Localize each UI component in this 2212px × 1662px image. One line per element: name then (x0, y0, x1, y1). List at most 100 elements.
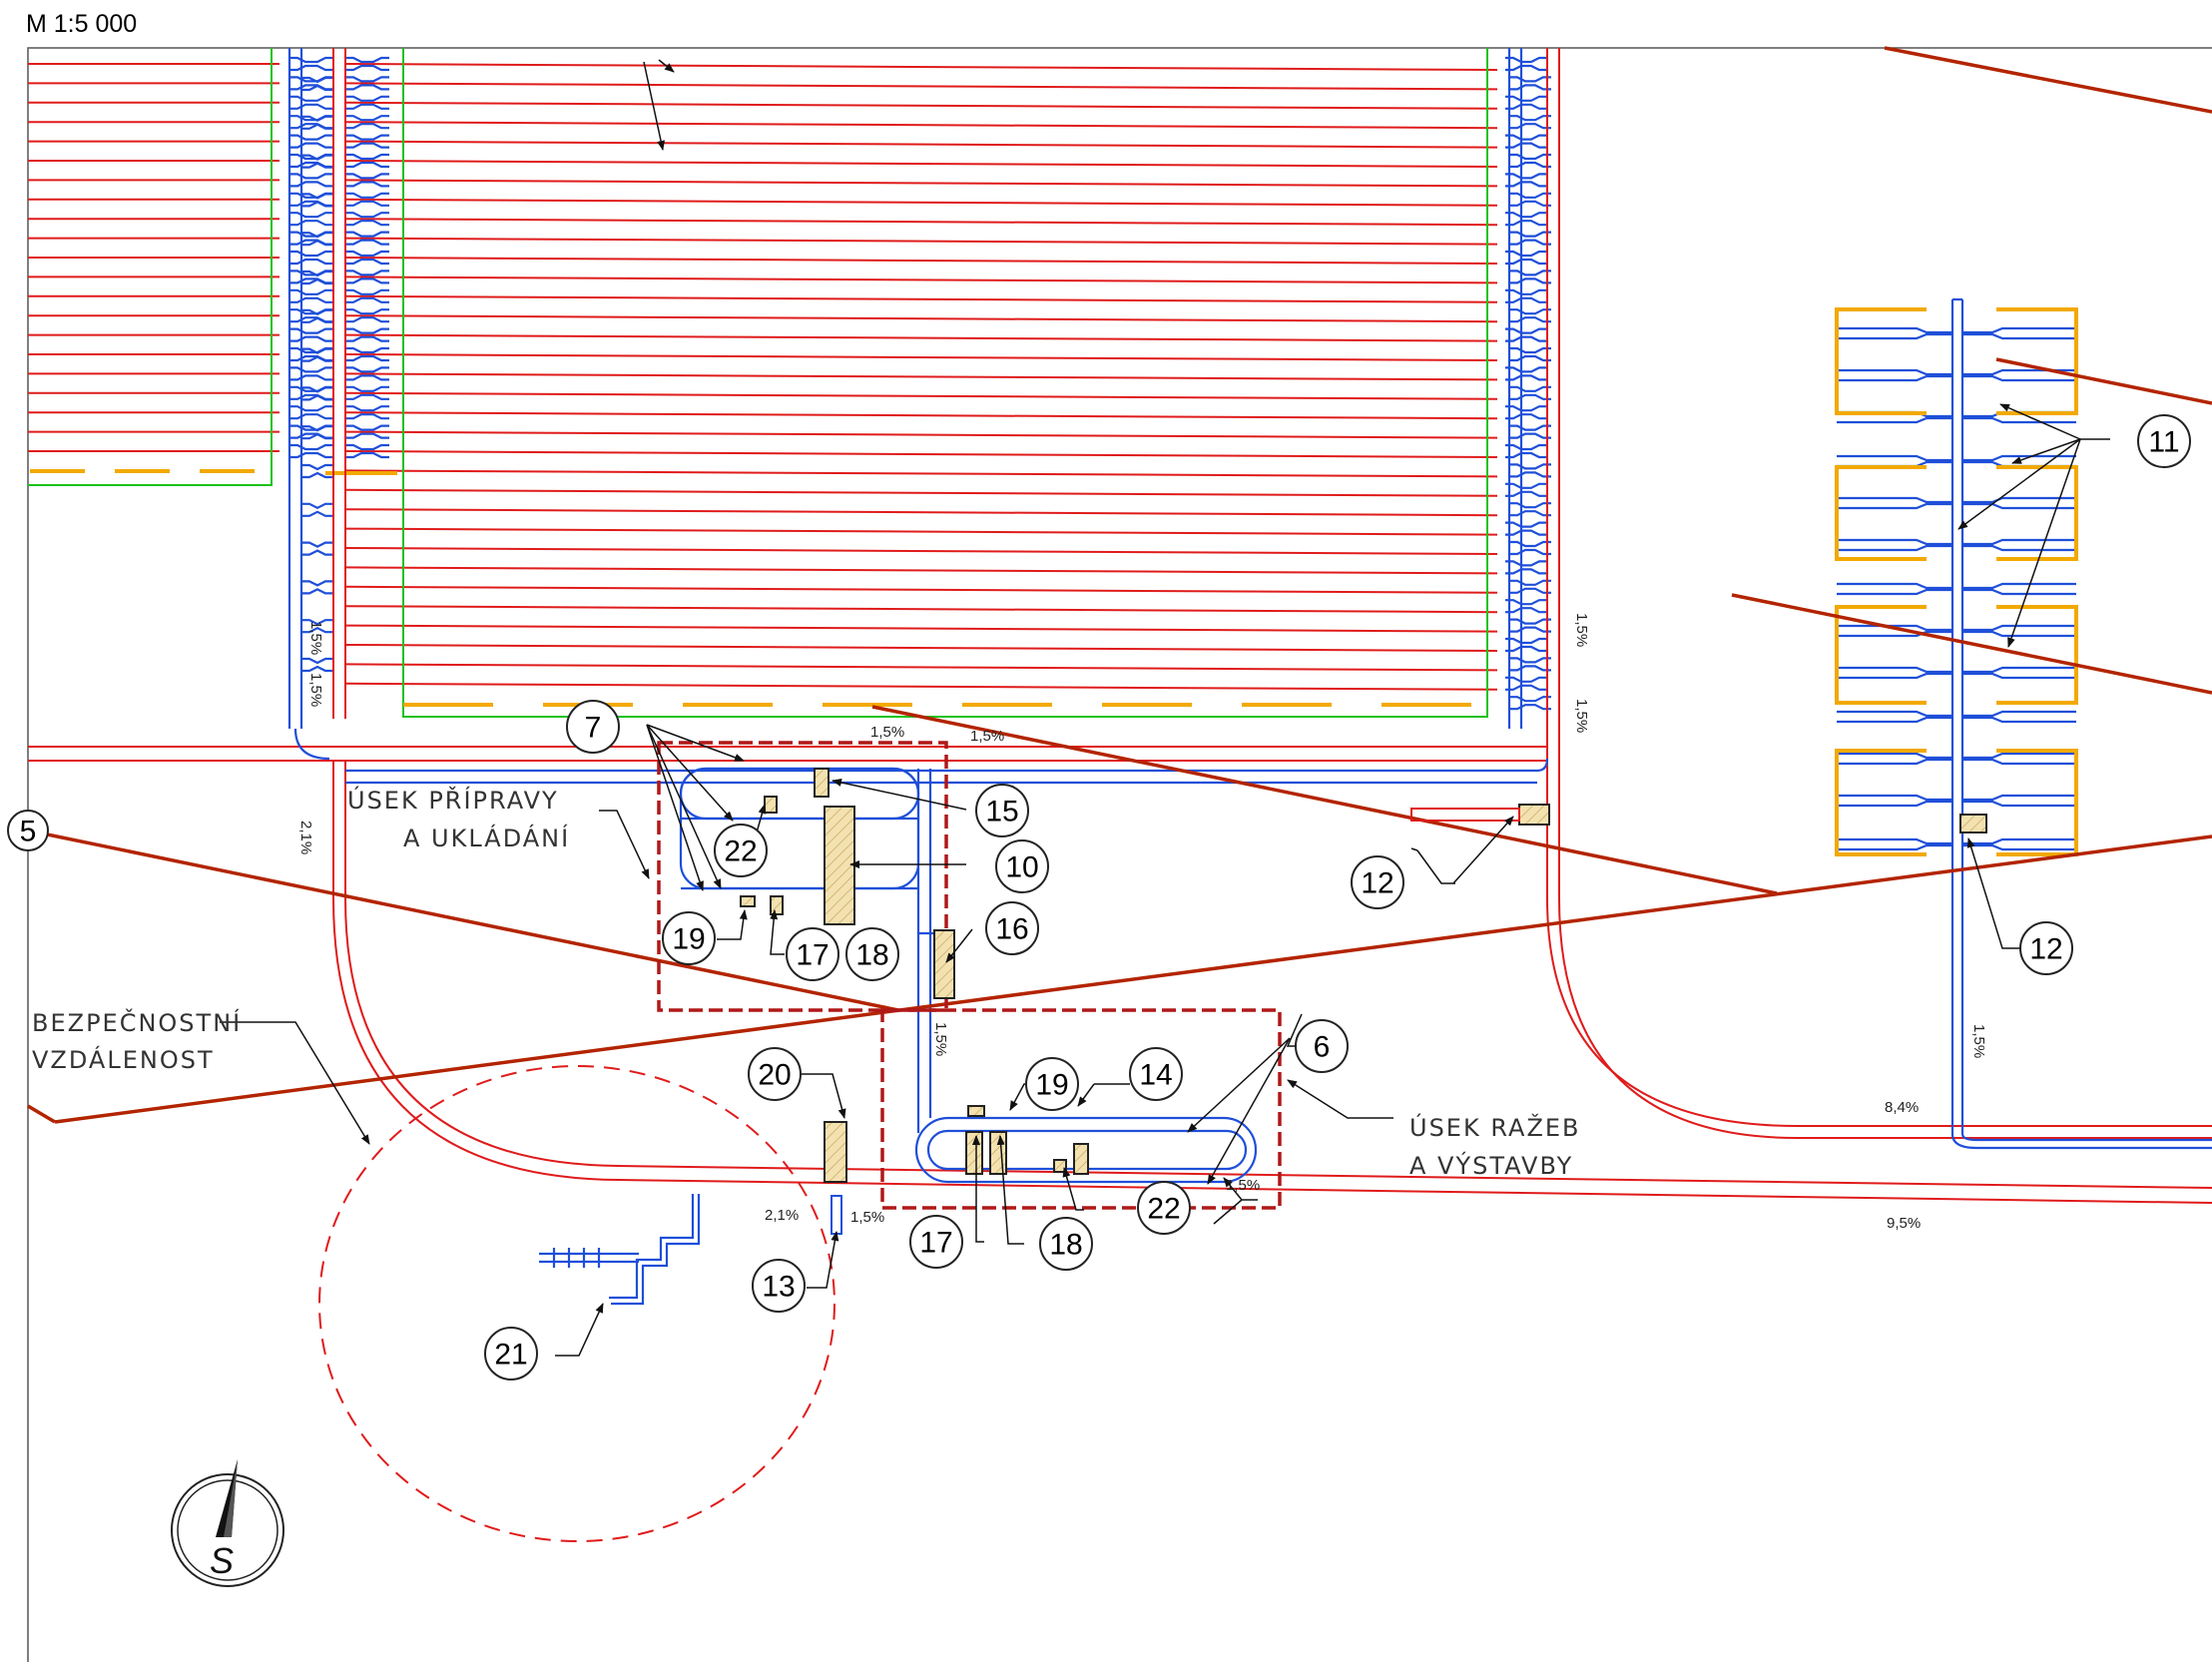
excavation-zone-boundary (880, 1008, 1282, 1210)
slope-label: 1,5% (870, 724, 904, 741)
compass-inner-ring (177, 1479, 278, 1581)
callout-c13: 13 (752, 1259, 806, 1313)
callout-c5: 5 (7, 810, 49, 851)
building-19a (740, 895, 756, 907)
building-16 (933, 929, 955, 999)
slope-label: 9,5% (1887, 1215, 1921, 1232)
callout-number: 21 (494, 1339, 527, 1372)
callout-number: 7 (585, 712, 602, 745)
building-17b (965, 1131, 983, 1175)
right-panel-orange-brackets (1835, 307, 2078, 856)
preparation-zone-loops (679, 767, 938, 998)
prep-zone-label: ÚSEK PŘÍPRAVY A UKLÁDÁNÍ (347, 785, 570, 852)
callout-number: 15 (985, 796, 1018, 829)
callout-number: 13 (762, 1271, 795, 1304)
callout-c20: 20 (748, 1047, 802, 1101)
slope-label: 1,5% (932, 1022, 949, 1056)
callout-number: 17 (796, 939, 829, 972)
callout-c6: 6 (1295, 1019, 1349, 1073)
building-12b (1959, 814, 1987, 833)
right-panel-drifts (1837, 297, 2212, 1150)
callout-number: 17 (919, 1227, 952, 1260)
north-arrow-compass: S (171, 1459, 284, 1587)
callout-c21: 21 (484, 1327, 538, 1381)
callout-c11: 11 (2137, 414, 2191, 468)
preparation-zone-boundary (657, 741, 948, 1012)
callout-number: 12 (1361, 867, 1393, 900)
callout-number: 20 (758, 1059, 791, 1092)
callout-c18b: 18 (1039, 1217, 1093, 1271)
callout-c12a: 12 (1351, 855, 1404, 909)
building-22a (764, 796, 778, 814)
callout-number: 18 (855, 939, 888, 972)
callout-c18a: 18 (845, 927, 899, 981)
safety-distance-circle (318, 1065, 835, 1542)
exc-zone-label-line2: A VÝSTAVBY (1409, 1151, 1573, 1180)
slope-label: 1,5% (970, 728, 1004, 745)
access-corridors (28, 48, 2212, 1204)
exc-zone-label-line1: ÚSEK RAŽEB (1409, 1112, 1581, 1142)
callout-markers: 5 6 7 10 11 12 12 13 14 15 16 17 17 18 18 19 19 20 21 22 22 (7, 414, 2191, 1381)
building-12a (1518, 804, 1550, 826)
callout-number: 10 (1005, 851, 1038, 884)
callout-number: 5 (20, 816, 37, 848)
slope-label: 1,5% (1970, 1024, 1987, 1058)
callout-c22b: 22 (1137, 1181, 1191, 1235)
red-stub-12 (1410, 808, 1520, 822)
callout-c17b: 17 (909, 1215, 963, 1269)
building-18b (989, 1131, 1007, 1175)
building-20 (824, 1121, 847, 1183)
shaft-area-corridors (287, 48, 1549, 785)
callout-c15: 15 (975, 784, 1029, 837)
drift-connectors (289, 56, 1551, 711)
slope-label: 8,4% (1885, 1099, 1919, 1116)
callout-c7: 7 (566, 700, 620, 754)
excavation-zone-label: ÚSEK RAŽEB A VÝSTAVBY (1409, 1112, 1581, 1180)
callout-number: 11 (2148, 426, 2179, 459)
callout-number: 22 (1147, 1193, 1180, 1226)
left-panel-boundary (28, 48, 273, 486)
slope-label: 2,1% (765, 1207, 799, 1224)
slope-label: 1,5% (850, 1209, 884, 1226)
callout-number: 19 (1035, 1069, 1068, 1102)
slope-label: 1,5% (1226, 1177, 1260, 1194)
callout-c19a: 19 (662, 911, 716, 965)
callout-c12b: 12 (2019, 921, 2073, 975)
building-19b (967, 1105, 985, 1117)
building-10 (824, 806, 855, 925)
callout-number: 16 (995, 913, 1028, 946)
main-panel-disposal-drifts (344, 63, 1498, 691)
test-drift-21 (539, 1194, 701, 1306)
callout-number: 19 (672, 923, 705, 956)
callout-c17a: 17 (786, 927, 839, 981)
slope-label: 2,1% (297, 821, 314, 854)
main-panel-boundary (402, 48, 1488, 718)
building-14 (1073, 1143, 1089, 1175)
callout-leaders (220, 59, 2110, 1357)
callout-number: 14 (1139, 1059, 1172, 1092)
callout-c16: 16 (985, 901, 1039, 955)
building-15 (814, 768, 830, 798)
callout-number: 6 (1314, 1031, 1331, 1064)
prep-zone-label-line1: ÚSEK PŘÍPRAVY (347, 785, 559, 815)
callout-number: 22 (724, 835, 757, 868)
safety-distance-label: BEZPEČNOSTNÍ VZDÁLENOST (32, 1007, 242, 1074)
callout-c14: 14 (1129, 1047, 1183, 1101)
left-panel-disposal-drifts (28, 63, 279, 452)
slope-label: 1,5% (307, 621, 324, 655)
plan-frame (27, 47, 2212, 1662)
compass-letter: S (210, 1540, 234, 1581)
prep-zone-label-line2: A UKLÁDÁNÍ (403, 824, 570, 852)
slope-labels: 1,5% 1,5% 2,1% 1,5% 1,5% 1,5% 1,5% 1,5% … (297, 613, 1987, 1232)
safety-label-line1: BEZPEČNOSTNÍ (32, 1007, 242, 1037)
callout-c10: 10 (995, 839, 1049, 893)
slope-label: 1,5% (1573, 699, 1590, 733)
map-scale: M 1:5 000 (26, 10, 138, 38)
shaft-13 (830, 1195, 842, 1235)
callout-number: 12 (2029, 933, 2062, 966)
zone-boundaries (657, 741, 1282, 1210)
callout-number: 18 (1049, 1229, 1082, 1262)
building-17a (770, 895, 784, 915)
callout-c19b: 19 (1025, 1057, 1079, 1111)
